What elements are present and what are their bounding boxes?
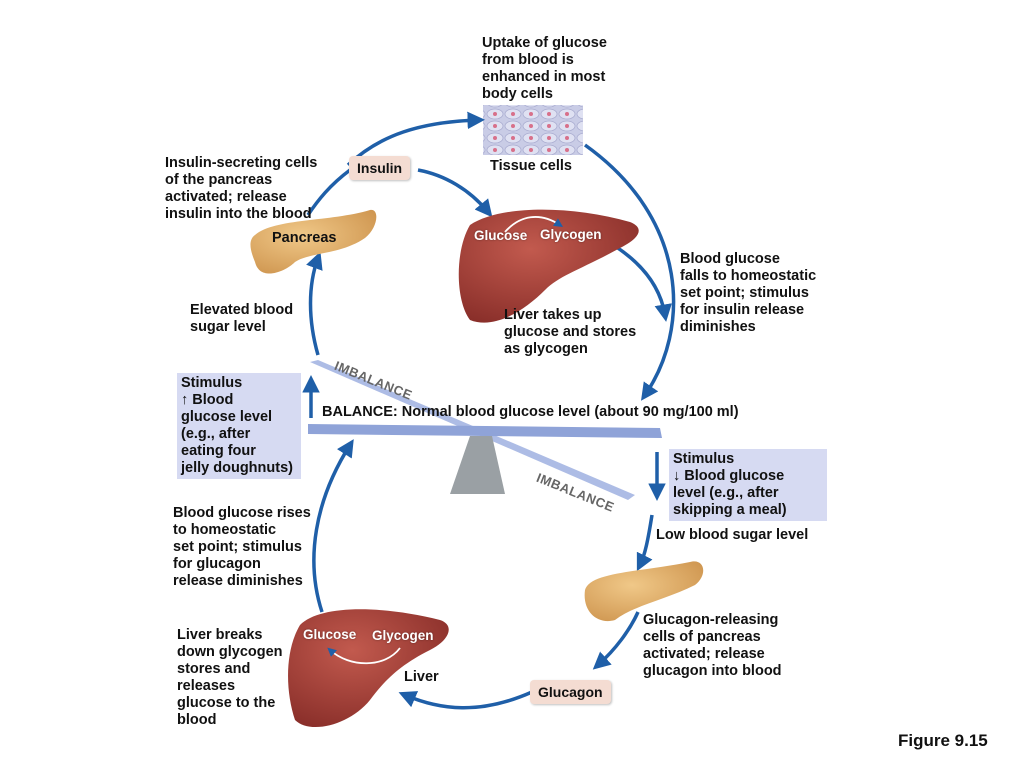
tissue-cells-image xyxy=(483,105,583,155)
low-sugar-caption: Low blood sugar level xyxy=(656,527,809,543)
balance-label: BALANCE: Normal blood glucose level (abo… xyxy=(322,404,739,420)
glucagon-feedback-caption: Blood glucose rises to homeostatic set p… xyxy=(173,505,311,589)
stimulus-high-box: Stimulus ↑ Blood glucose level (e.g., af… xyxy=(177,373,301,479)
liver-top-conversion-arrow xyxy=(504,216,564,233)
arrow-insulin-to-tissue xyxy=(346,111,485,167)
insulin-feedback-caption: Blood glucose falls to homeostatic set p… xyxy=(680,251,817,335)
arrow-liver-to-balance-bottom xyxy=(312,439,354,613)
arrow-elevated-to-pancreas xyxy=(306,251,323,356)
pancreas-bottom-image xyxy=(584,561,704,622)
arrow-insulin-to-liver xyxy=(417,168,493,218)
arrow-glucagon-to-liver xyxy=(398,690,533,710)
insulin-secretion-caption: Insulin-secreting cells of the pancreas … xyxy=(165,155,318,222)
liver-top-glucose-label: Glucose xyxy=(474,228,528,243)
fulcrum xyxy=(450,436,505,494)
liver-bottom-caption: Liver breaks down glycogen stores and re… xyxy=(177,627,283,728)
liver-top-caption: Liver takes up glucose and stores as gly… xyxy=(504,307,637,357)
elevated-sugar-caption: Elevated blood sugar level xyxy=(190,302,294,335)
liver-bottom-conversion-arrow xyxy=(327,647,401,665)
tissue-uptake-caption: Uptake of glucose from blood is enhanced… xyxy=(482,35,607,102)
arrow-tissue-to-balance xyxy=(583,143,676,401)
stimulus-low-box: Stimulus ↓ Blood glucose level (e.g., af… xyxy=(669,449,827,521)
glucagon-release-caption: Glucagon-releasing cells of pancreas act… xyxy=(643,612,782,679)
balance-beam xyxy=(308,424,662,438)
tissue-cells-label: Tissue cells xyxy=(490,158,572,174)
liver-bottom-label: Liver xyxy=(404,669,439,685)
liver-top-glycogen-label: Glycogen xyxy=(540,227,602,242)
liver-bottom-glucose-label: Glucose xyxy=(303,627,357,642)
pancreas-top-image xyxy=(250,209,377,274)
glucagon-tag: Glucagon xyxy=(530,680,611,704)
liver-bottom-glycogen-label: Glycogen xyxy=(372,628,434,643)
liver-bottom-image xyxy=(288,609,449,728)
figure-label: Figure 9.15 xyxy=(898,731,988,750)
arrow-pancreas-to-glucagon xyxy=(592,611,640,670)
pancreas-label: Pancreas xyxy=(272,230,337,246)
liver-top-image xyxy=(458,209,639,323)
arrow-pancreas-to-insulin xyxy=(306,168,352,216)
arrow-low-to-pancreas xyxy=(636,514,654,572)
insulin-tag: Insulin xyxy=(349,156,411,180)
